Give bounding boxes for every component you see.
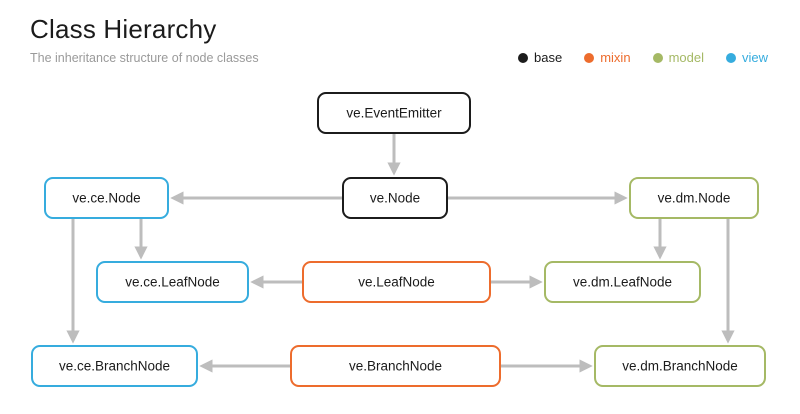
node-box-ve.dm.LeafNode[interactable]: [544, 261, 701, 303]
node-label-ve.BranchNode: ve.BranchNode: [349, 359, 442, 374]
node-box-ve.ce.LeafNode[interactable]: [96, 261, 249, 303]
node-label-ve.Node: ve.Node: [370, 191, 420, 206]
diagram-node-ve.ce.Node[interactable]: ve.ce.Node: [44, 177, 169, 219]
diagram-node-ve.ce.BranchNode[interactable]: ve.ce.BranchNode: [31, 345, 198, 387]
page-title: Class Hierarchy: [30, 14, 217, 44]
legend-dot-model-icon: [652, 52, 663, 63]
legend-label-view: view: [741, 50, 768, 65]
diagram-node-ve.Node[interactable]: ve.Node: [342, 177, 448, 219]
page-header: Class Hierarchy The inheritance structur…: [30, 14, 259, 65]
node-label-ve.dm.BranchNode: ve.dm.BranchNode: [622, 359, 738, 374]
node-box-ve.dm.Node[interactable]: [629, 177, 759, 219]
legend-item-mixin: mixin: [584, 50, 631, 65]
node-box-ve.dm.BranchNode[interactable]: [594, 345, 766, 387]
legend-item-base: base: [518, 50, 562, 65]
legend-label-model: model: [668, 50, 704, 65]
node-label-ve.ce.LeafNode: ve.ce.LeafNode: [125, 275, 220, 290]
page-subtitle: The inheritance structure of node classe…: [30, 51, 259, 65]
edges-layer: [66, 133, 735, 373]
node-box-ve.Node[interactable]: [342, 177, 448, 219]
legend-item-model: model: [652, 50, 704, 65]
diagram-node-ve.LeafNode[interactable]: ve.LeafNode: [302, 261, 491, 303]
node-box-ve.LeafNode[interactable]: [302, 261, 491, 303]
legend-label-mixin: mixin: [600, 50, 631, 65]
node-label-ve.EventEmitter: ve.EventEmitter: [346, 106, 442, 121]
node-box-ve.ce.Node[interactable]: [44, 177, 169, 219]
node-label-ve.LeafNode: ve.LeafNode: [358, 275, 435, 290]
legend-label-base: base: [534, 50, 563, 65]
node-label-ve.dm.Node: ve.dm.Node: [658, 191, 731, 206]
diagram-node-ve.EventEmitter[interactable]: ve.EventEmitter: [317, 92, 471, 134]
diagram-node-ve.dm.Node[interactable]: ve.dm.Node: [629, 177, 759, 219]
node-box-ve.BranchNode[interactable]: [290, 345, 501, 387]
legend: base mixin model view: [518, 50, 768, 65]
node-box-ve.ce.BranchNode[interactable]: [31, 345, 198, 387]
diagram-node-ve.dm.LeafNode[interactable]: ve.dm.LeafNode: [544, 261, 701, 303]
legend-dot-view-icon: [725, 52, 736, 63]
diagram-node-ve.BranchNode[interactable]: ve.BranchNode: [290, 345, 501, 387]
legend-dot-base-icon: [518, 52, 529, 63]
node-label-ve.dm.LeafNode: ve.dm.LeafNode: [573, 275, 672, 290]
legend-item-view: view: [725, 50, 768, 65]
diagram-node-ve.ce.LeafNode[interactable]: ve.ce.LeafNode: [96, 261, 249, 303]
node-label-ve.ce.BranchNode: ve.ce.BranchNode: [59, 359, 170, 374]
nodes-layer: ve.EventEmitter ve.ce.Node ve.Node ve.dm.No…: [31, 92, 766, 387]
node-box-ve.EventEmitter[interactable]: [317, 92, 471, 134]
diagram-node-ve.dm.BranchNode[interactable]: ve.dm.BranchNode: [594, 345, 766, 387]
node-label-ve.ce.Node: ve.ce.Node: [72, 191, 140, 206]
legend-dot-mixin-icon: [584, 52, 595, 63]
